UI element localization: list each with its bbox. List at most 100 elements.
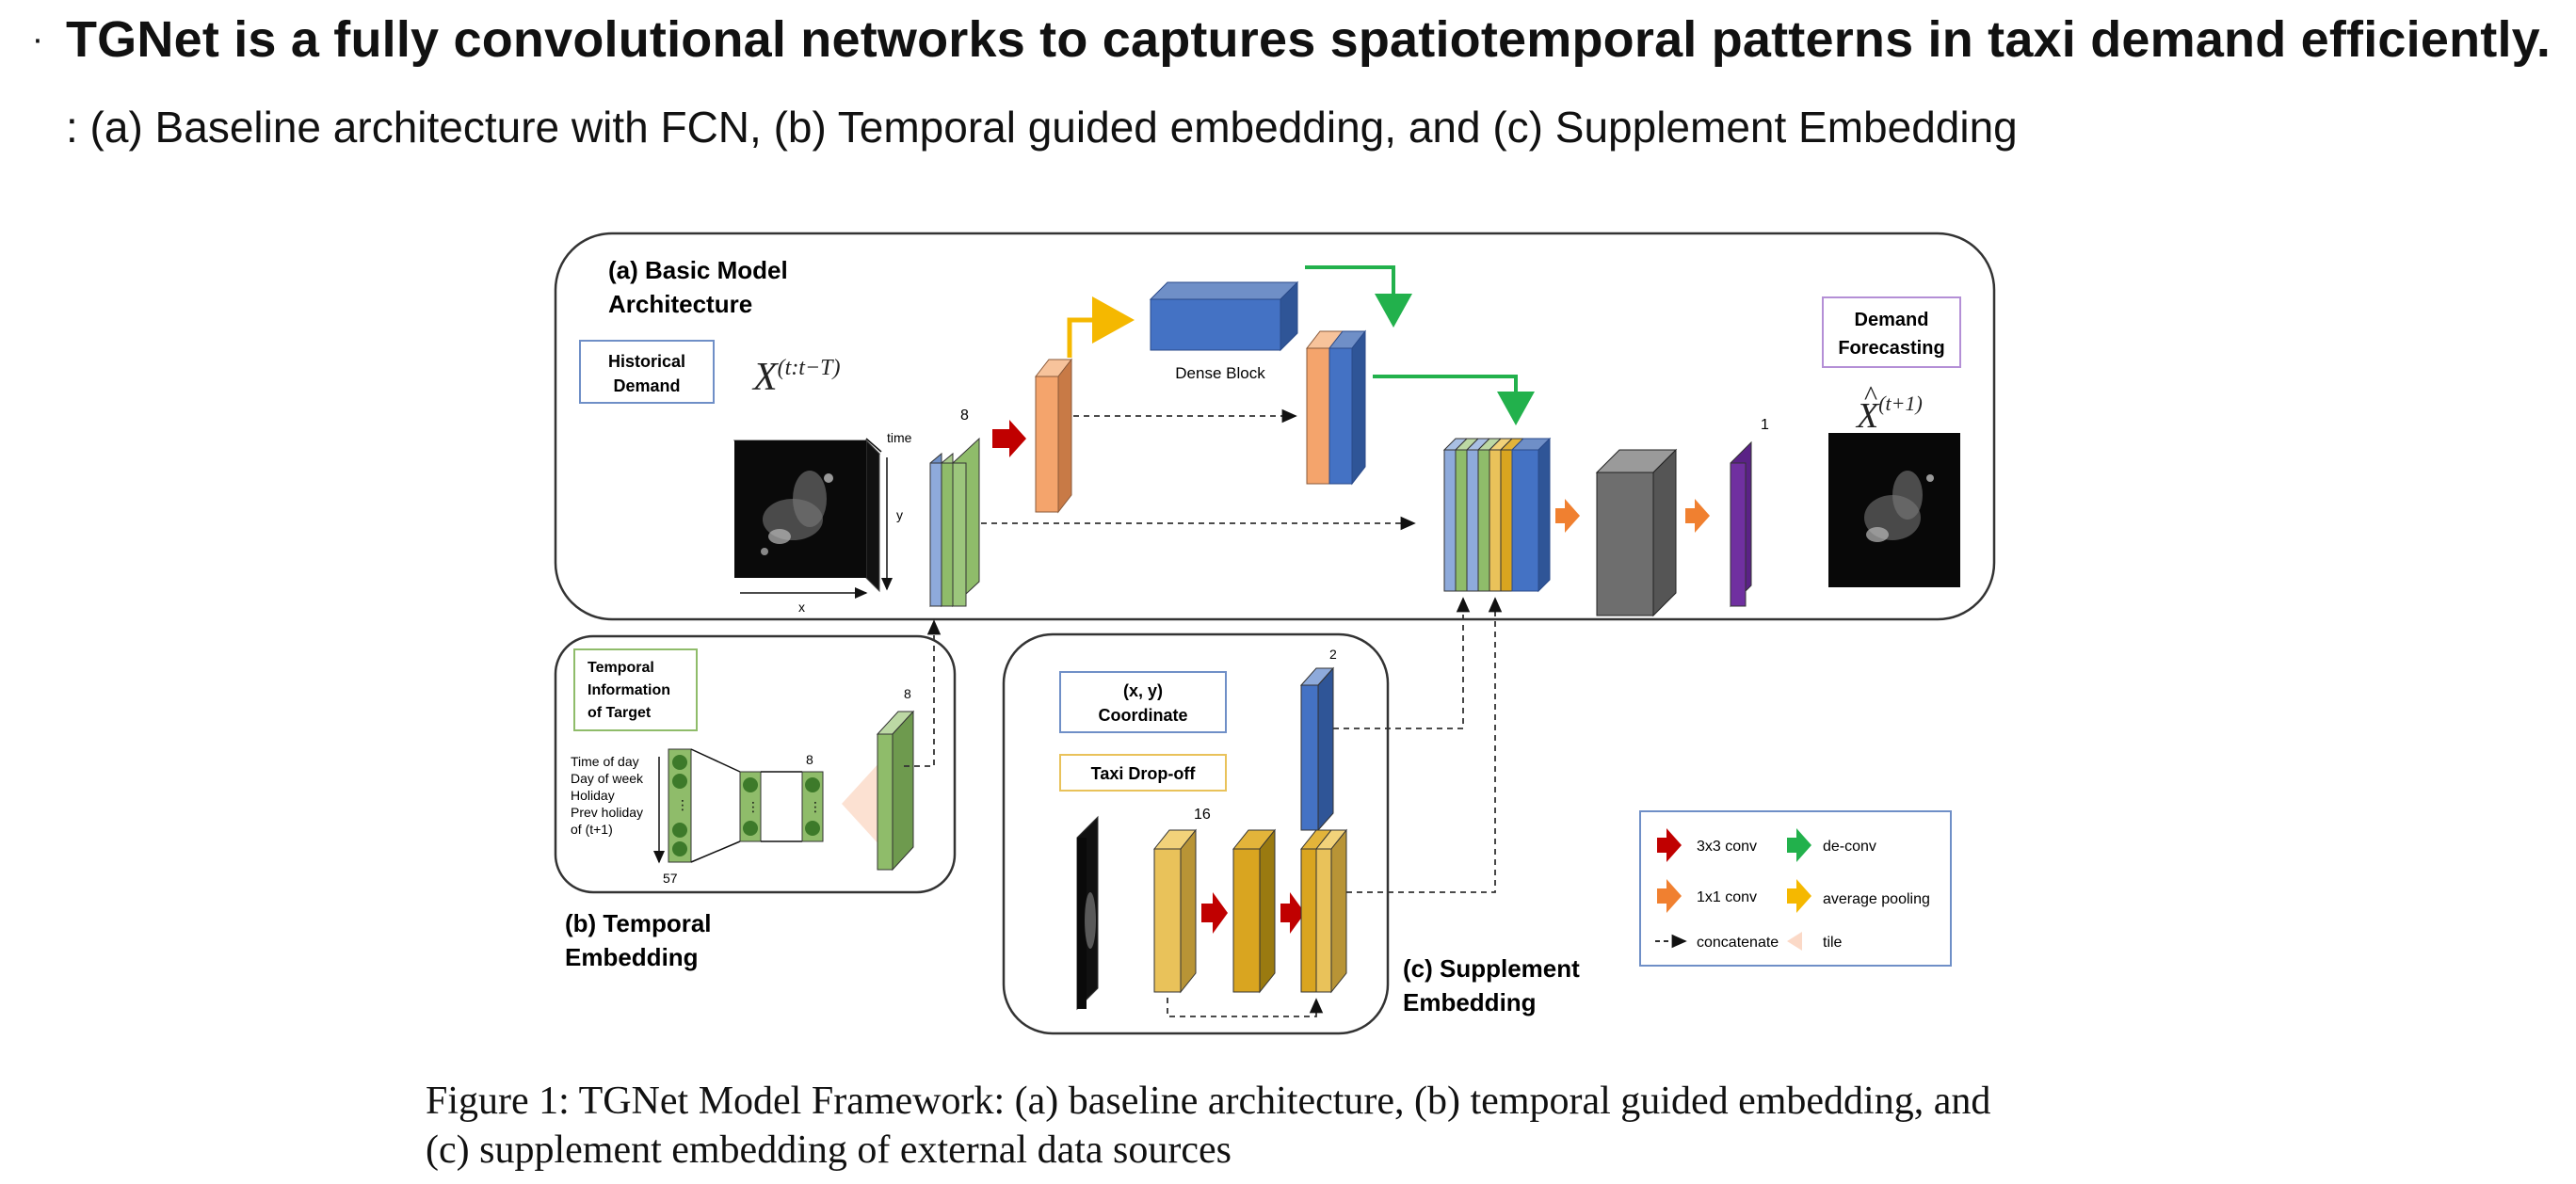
output-demand-map [1828,433,1960,587]
legend-tile-label: tile [1823,935,1843,951]
panel-c-title-line2: Embedding [1403,988,1537,1016]
axis-y-label: y [896,507,903,522]
label-16: 16 [1194,807,1211,823]
label-8-right: 8 [904,686,911,701]
headline: TGNet is a fully convolutional networks … [66,11,2552,68]
caption-line1: Figure 1: TGNet Model Framework: (a) bas… [426,1080,1991,1123]
legend-avgpool-icon [1787,879,1811,913]
panel-a-frame [554,232,1996,621]
legend-deconv-icon [1787,828,1811,862]
caption-line2: (c) supplement embedding of external dat… [426,1128,1232,1172]
temporal-embedding-layer [876,710,915,872]
subline: : (a) Baseline architecture with FCN, (b… [66,103,2018,152]
legend-concat-label: concatenate [1697,935,1779,951]
label-57: 57 [663,871,678,886]
temporal-info-line2: Information [588,682,670,698]
output-symbol: X(t+1) [1855,392,1923,436]
input-demand-map [733,439,881,593]
temporal-info-line1: Temporal [588,660,654,676]
coordinate-line2: Coordinate [1098,706,1187,725]
legend-conv3-icon [1657,828,1682,862]
headline-row: · TGNet is a fully convolutional network… [9,8,2551,72]
temporal-feature-1: Day of week [571,771,644,786]
conv3-arrow-c1 [1201,892,1228,934]
legend-deconv-label: de-conv [1823,839,1876,855]
coordinate-line1: (x, y) [1123,681,1163,700]
legend-avgpool-label: average pooling [1823,891,1930,907]
coordinate-concat-link [1333,597,1471,729]
svg-text:⋮: ⋮ [676,797,689,812]
output-symbol-sup: (t+1) [1878,392,1923,415]
input-symbol-sup: (t:t−T) [778,356,841,380]
dense-block [1149,280,1299,352]
panel-a-title-line1: (a) Basic Model [608,256,788,284]
input-symbol: X(t:t−T) [751,356,841,399]
upsample-block [1305,329,1367,486]
output-symbol-base: X [1855,396,1880,436]
output-layer-purple [1730,440,1752,608]
dense-block-label: Dense Block [1175,364,1265,382]
avgpool-arrow [1067,296,1135,358]
demand-forecasting-box [1822,296,1961,368]
supplement-conv-3 [1299,828,1348,994]
taxi-dropoff-box [1059,754,1227,792]
axis-x-label: x [798,600,805,615]
demand-forecasting-line2: Forecasting [1838,338,1944,359]
temporal-concat-link [904,619,942,767]
temporal-feature-4: of (t+1) [571,822,613,837]
coordinate-layer [1299,666,1335,832]
legend-conv3-label: 3x3 conv [1697,839,1757,855]
conv3-arrow-a [992,420,1026,457]
label-1: 1 [1761,417,1769,433]
axis-time-label: time [887,430,912,445]
supplement-skip-link [1167,998,1324,1017]
panel-b-title-line2: Embedding [565,943,699,971]
dropoff-map [1076,815,1099,1011]
label-8-mid: 8 [806,752,813,767]
temporal-feature-0: Time of day [571,754,639,769]
conv3-arrow-c2 [1280,892,1305,934]
taxi-dropoff-label: Taxi Drop-off [1091,764,1197,783]
figure-caption: Figure 1: TGNet Model Framework: (a) bas… [426,1077,1990,1175]
model-diagram: (a) Basic Model Architecture Historical … [554,232,1996,1035]
supplement-concat-link [1346,597,1503,893]
legend-tile-icon [1787,932,1802,951]
supplement-conv-1 [1152,828,1198,994]
legend-conv1-label: 1x1 conv [1697,889,1757,905]
input-feature-stack [929,437,980,608]
conv1-arrow-2 [1685,499,1710,533]
tile-shape [842,760,881,847]
conv1-arrow-1 [1555,499,1580,533]
gray-block [1595,448,1678,617]
conv-block-orange-1 [1034,358,1073,514]
figure: (a) Basic Model Architecture Historical … [546,216,2015,1045]
demand-forecasting-line1: Demand [1855,310,1929,330]
svg-text:⋮: ⋮ [809,799,822,814]
bullet-dot: · [31,20,44,59]
output-symbol-hat: ^ [1864,380,1877,411]
axis-time-line [865,438,882,453]
deconv-arrow-2 [1373,375,1535,425]
temporal-mlp: ⋮ ⋮ ⋮ [668,748,824,863]
panel-c-frame [1002,632,1390,1035]
label-2: 2 [1329,647,1337,662]
panel-c-title-line1: (c) Supplement [1403,954,1580,983]
temporal-info-box [573,648,698,731]
supplement-conv-2 [1232,828,1277,994]
historical-demand-line1: Historical [608,352,685,371]
temporal-feature-3: Prev holiday [571,805,643,820]
deconv-arrow-1 [1305,265,1412,328]
historical-demand-box [579,340,715,404]
temporal-feature-2: Holiday [571,788,615,803]
historical-demand-line2: Demand [613,376,680,395]
coordinate-box [1059,671,1227,733]
label-8-top: 8 [960,408,969,424]
panel-b-title-line1: (b) Temporal [565,909,712,937]
legend-conv1-icon [1657,879,1682,913]
input-symbol-base: X [751,356,780,399]
svg-text:⋮: ⋮ [747,799,760,814]
panel-b-frame [554,634,957,894]
concat-stack [1442,437,1552,593]
temporal-info-line3: of Target [588,705,652,721]
panel-a-title-line2: Architecture [608,290,752,318]
